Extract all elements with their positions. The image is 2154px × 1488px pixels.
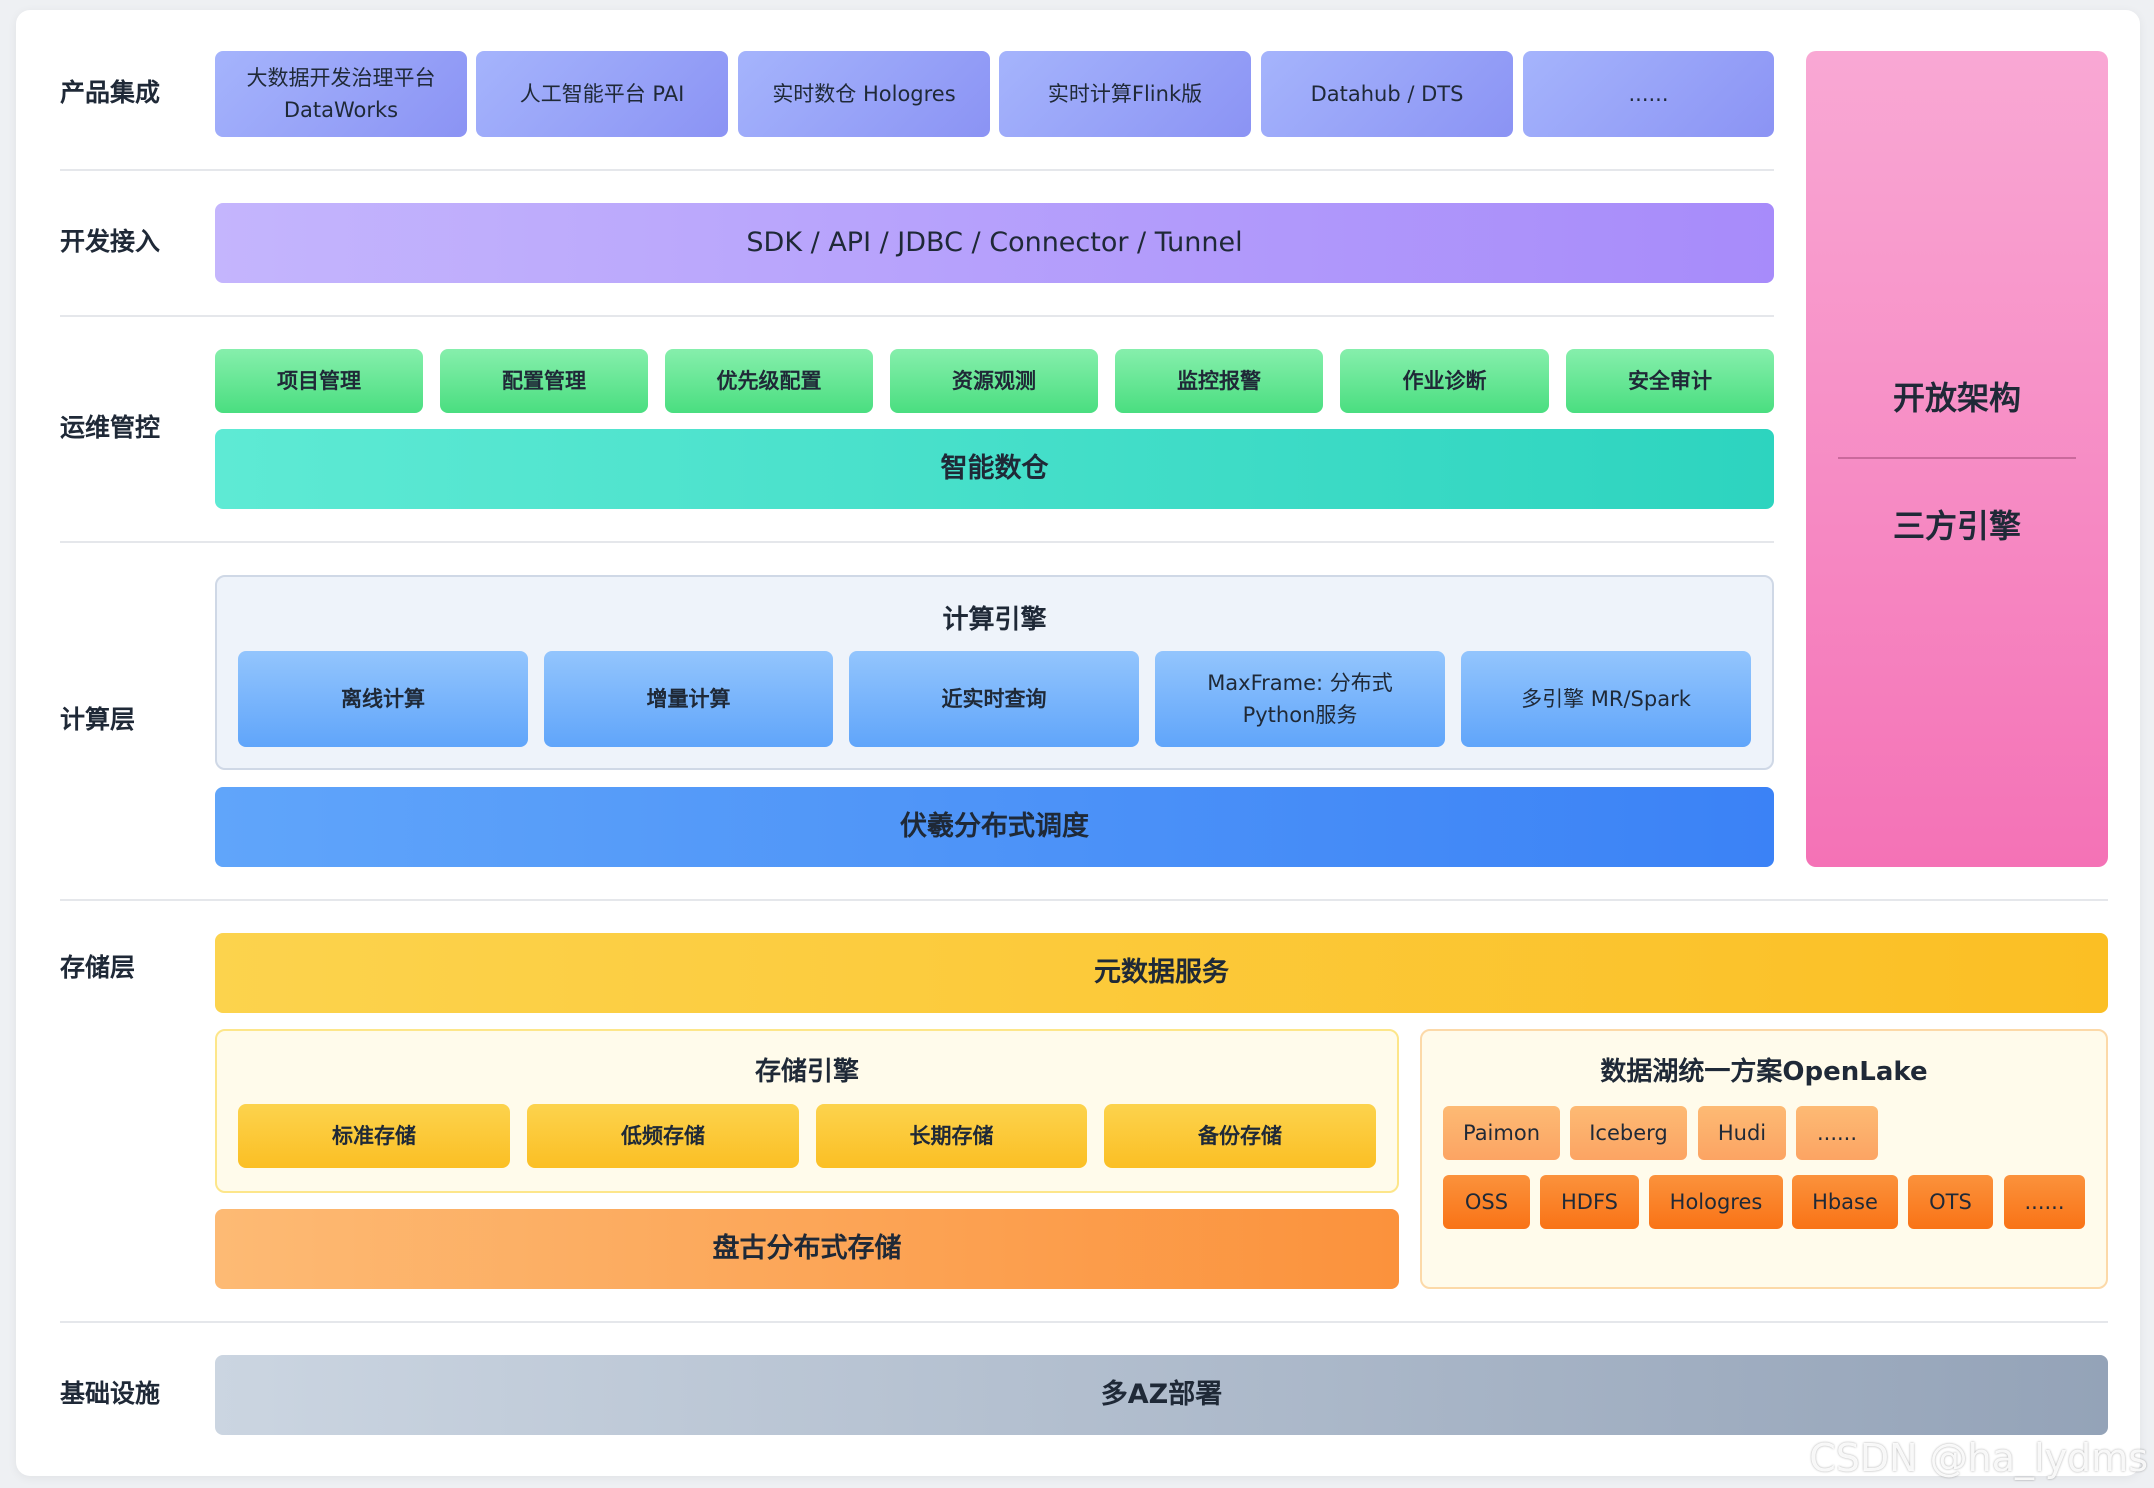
ops-item-resource: 资源观测 bbox=[890, 349, 1098, 413]
storage-engine-title: 存储引擎 bbox=[754, 1057, 859, 1087]
openlake-store-more: ...... bbox=[2004, 1175, 2085, 1229]
product-item-pai: 人工智能平台 PAI bbox=[476, 51, 728, 137]
third-party-engine-label: 三方引擎 bbox=[1892, 507, 2021, 545]
ops-item-audit: 安全审计 bbox=[1566, 349, 1774, 413]
open-architecture-panel: 开放架构 三方引擎 bbox=[1806, 51, 2108, 867]
product-item-more: ...... bbox=[1523, 51, 1774, 137]
watermark: CSDN @ha_lydms bbox=[1809, 1436, 2148, 1480]
divider-2 bbox=[60, 315, 1774, 317]
row-label-product: 产品集成 bbox=[60, 78, 161, 107]
ops-item-config: 配置管理 bbox=[440, 349, 648, 413]
compute-item-label: 离线计算 bbox=[341, 687, 425, 711]
product-item-label: Datahub / DTS bbox=[1310, 82, 1464, 106]
openlake-format-more: ...... bbox=[1796, 1106, 1878, 1160]
compute-item-maxframe: MaxFrame: 分布式 Python服务 bbox=[1155, 651, 1445, 747]
product-item-line1: 大数据开发治理平台 bbox=[246, 66, 436, 90]
divider-1 bbox=[60, 169, 1774, 171]
storage-item-infrequent: 低频存储 bbox=[527, 1104, 799, 1168]
product-item-hologres: 实时数仓 Hologres bbox=[738, 51, 990, 137]
compute-item-line2: Python服务 bbox=[1242, 703, 1358, 727]
compute-engine-title: 计算引擎 bbox=[942, 605, 1047, 635]
compute-item-label: 增量计算 bbox=[646, 687, 731, 711]
storage-item-standard: 标准存储 bbox=[238, 1104, 510, 1168]
dev-access-bar: SDK / API / JDBC / Connector / Tunnel bbox=[215, 203, 1774, 283]
ops-item-monitor: 监控报警 bbox=[1115, 349, 1323, 413]
openlake-store-hologres: Hologres bbox=[1649, 1175, 1783, 1229]
product-item-dataworks: 大数据开发治理平台 DataWorks bbox=[215, 51, 467, 137]
divider-4 bbox=[60, 899, 2108, 901]
openlake-store-hbase: Hbase bbox=[1792, 1175, 1898, 1229]
smart-warehouse-bar: 智能数仓 bbox=[215, 429, 1774, 509]
row-label-storage: 存储层 bbox=[60, 953, 136, 982]
compute-item-offline: 离线计算 bbox=[238, 651, 528, 747]
row-label-ops: 运维管控 bbox=[60, 413, 161, 442]
open-architecture-label: 开放架构 bbox=[1892, 379, 2021, 417]
fuxi-scheduler-bar: 伏羲分布式调度 bbox=[215, 787, 1774, 867]
product-item-flink: 实时计算Flink版 bbox=[999, 51, 1251, 137]
openlake-format-hudi: Hudi bbox=[1698, 1106, 1786, 1160]
product-item-label: 实时计算Flink版 bbox=[1047, 82, 1203, 106]
product-item-label: 人工智能平台 PAI bbox=[519, 82, 685, 106]
divider-5 bbox=[60, 1321, 2108, 1323]
compute-item-label: 多引擎 MR/Spark bbox=[1521, 687, 1691, 711]
product-item-line2: DataWorks bbox=[283, 98, 399, 122]
storage-item-longterm: 长期存储 bbox=[816, 1104, 1087, 1168]
product-item-datahub: Datahub / DTS bbox=[1261, 51, 1513, 137]
openlake-store-ots: OTS bbox=[1908, 1175, 1993, 1229]
ops-item-project: 项目管理 bbox=[215, 349, 423, 413]
openlake-store-hdfs: HDFS bbox=[1540, 1175, 1639, 1229]
openlake-format-paimon: Paimon bbox=[1443, 1106, 1560, 1160]
compute-item-label: 近实时查询 bbox=[941, 687, 1047, 711]
compute-item-line1: MaxFrame: 分布式 bbox=[1207, 671, 1393, 695]
openlake-store-oss: OSS bbox=[1443, 1175, 1530, 1229]
divider-3 bbox=[60, 541, 1774, 543]
open-architecture-divider bbox=[1838, 457, 2076, 459]
compute-item-incremental: 增量计算 bbox=[544, 651, 833, 747]
compute-item-nearrealtime: 近实时查询 bbox=[849, 651, 1139, 747]
product-item-label: 实时数仓 Hologres bbox=[772, 82, 956, 106]
pangu-storage-bar: 盘古分布式存储 bbox=[215, 1209, 1399, 1289]
row-label-dev: 开发接入 bbox=[60, 227, 161, 256]
product-item-label: ...... bbox=[1628, 82, 1669, 106]
row-label-compute: 计算层 bbox=[60, 705, 136, 734]
openlake-format-iceberg: Iceberg bbox=[1570, 1106, 1687, 1160]
metadata-service-bar: 元数据服务 bbox=[215, 933, 2108, 1013]
row-label-infra: 基础设施 bbox=[60, 1379, 161, 1408]
storage-item-backup: 备份存储 bbox=[1104, 1104, 1376, 1168]
ops-item-diagnosis: 作业诊断 bbox=[1340, 349, 1549, 413]
multi-az-bar: 多AZ部署 bbox=[215, 1355, 2108, 1435]
ops-item-priority: 优先级配置 bbox=[665, 349, 873, 413]
openlake-title: 数据湖统一方案OpenLake bbox=[1600, 1057, 1928, 1087]
compute-item-multiengine: 多引擎 MR/Spark bbox=[1461, 651, 1751, 747]
